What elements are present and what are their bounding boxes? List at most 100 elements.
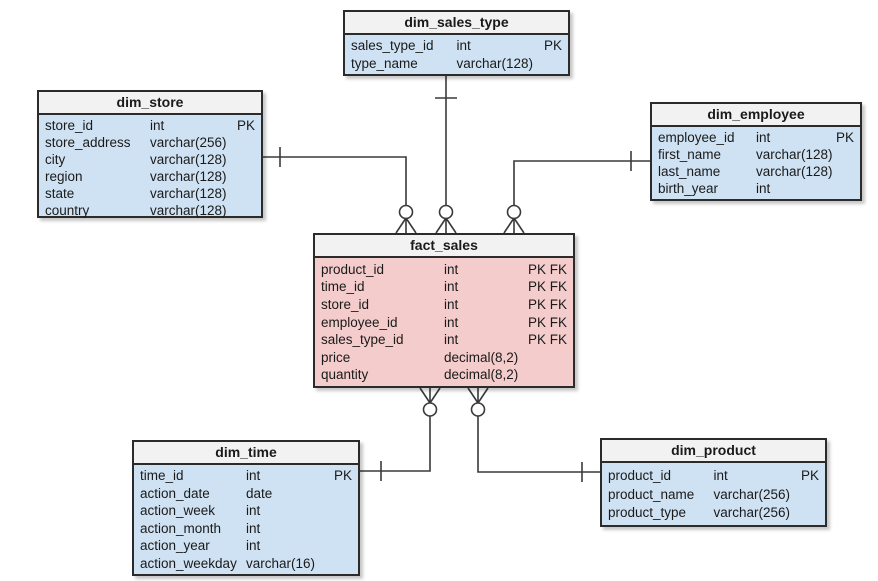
column-name: store_id	[321, 296, 370, 312]
column-name: time_id	[140, 468, 184, 484]
column-name: product_type	[608, 505, 687, 521]
column-row: price decimal(8,2)	[315, 349, 573, 366]
column-name: action_weekday	[140, 555, 237, 571]
column-key: PK	[835, 130, 854, 145]
column-row: country varchar(128)	[39, 202, 261, 219]
column-name: employee_id	[321, 314, 398, 330]
column-type: decimal(8,2)	[444, 367, 519, 383]
column-type: varchar(128)	[756, 147, 833, 162]
column-key: PK	[333, 468, 352, 484]
column-type: int	[756, 181, 771, 196]
column-name: quantity	[321, 367, 369, 383]
column-key: PK FK	[527, 279, 567, 295]
table-title: dim_sales_type	[345, 12, 568, 35]
relation-dim_employee-fact_sales	[503, 151, 650, 234]
relation-dim_store-fact_sales	[263, 147, 417, 234]
table-title: dim_time	[134, 442, 358, 465]
column-row: birth_year int	[652, 180, 860, 197]
column-name: product_id	[608, 467, 672, 483]
column-row: type_name varchar(128)	[345, 55, 568, 72]
crow-foot	[435, 217, 457, 234]
column-type: varchar(16)	[246, 555, 316, 571]
column-type: varchar(128)	[150, 169, 227, 184]
table-title: dim_employee	[652, 104, 860, 127]
column-key: PK FK	[527, 332, 567, 348]
column-type: int	[150, 118, 165, 133]
relation-fact_sales-dim_time	[360, 387, 441, 481]
column-type: int	[444, 332, 459, 348]
column-type: int	[444, 279, 459, 295]
column-row: product_id int PK	[602, 467, 825, 484]
table-title: dim_product	[602, 440, 825, 463]
column-row: store_id int PK FK	[315, 296, 573, 313]
column-row: action_week int	[134, 502, 358, 519]
column-type: int	[246, 520, 261, 536]
column-name: price	[321, 349, 351, 365]
column-name: action_date	[140, 485, 210, 501]
column-name: employee_id	[658, 130, 735, 145]
column-name: action_month	[140, 520, 222, 536]
column-type: varchar(128)	[150, 186, 227, 201]
column-key: PK FK	[527, 296, 567, 312]
column-type: int	[246, 538, 261, 554]
column-type: varchar(128)	[456, 55, 534, 71]
column-row: quantity decimal(8,2)	[315, 366, 573, 383]
column-name: store_address	[45, 135, 131, 150]
column-key: PK	[800, 467, 819, 483]
column-type: int	[444, 314, 459, 330]
column-name: region	[45, 169, 83, 184]
column-type: int	[713, 467, 728, 483]
column-type: date	[246, 485, 273, 501]
column-type: varchar(128)	[150, 203, 227, 218]
relation-dim_sales_type-fact_sales	[435, 76, 457, 234]
column-name: product_id	[321, 261, 385, 277]
column-key: PK FK	[527, 314, 567, 330]
column-name: store_id	[45, 118, 94, 133]
column-name: country	[45, 203, 90, 218]
column-name: action_week	[140, 503, 216, 519]
crow-foot	[503, 217, 525, 234]
table-title: fact_sales	[315, 235, 573, 258]
crow-foot	[467, 387, 489, 404]
cardinality-zero-ring	[422, 402, 438, 417]
column-type: int	[246, 503, 261, 519]
table-title: dim_store	[39, 92, 261, 115]
crow-foot	[395, 217, 417, 234]
column-row: region varchar(128)	[39, 168, 261, 185]
cardinality-zero-ring	[470, 402, 486, 417]
cardinality-zero-ring	[438, 204, 454, 220]
crow-foot	[419, 387, 441, 404]
column-type: int	[444, 296, 459, 312]
column-row: action_month int	[134, 520, 358, 537]
column-type: decimal(8,2)	[444, 349, 519, 365]
column-key: PK	[543, 38, 562, 54]
column-name: type_name	[351, 55, 418, 71]
column-key: PK FK	[527, 261, 567, 277]
column-row: action_year int	[134, 537, 358, 554]
column-name: birth_year	[658, 181, 719, 196]
column-row: action_weekday varchar(16)	[134, 555, 358, 572]
cardinality-zero-ring	[398, 204, 414, 220]
column-name: action_year	[140, 538, 210, 554]
